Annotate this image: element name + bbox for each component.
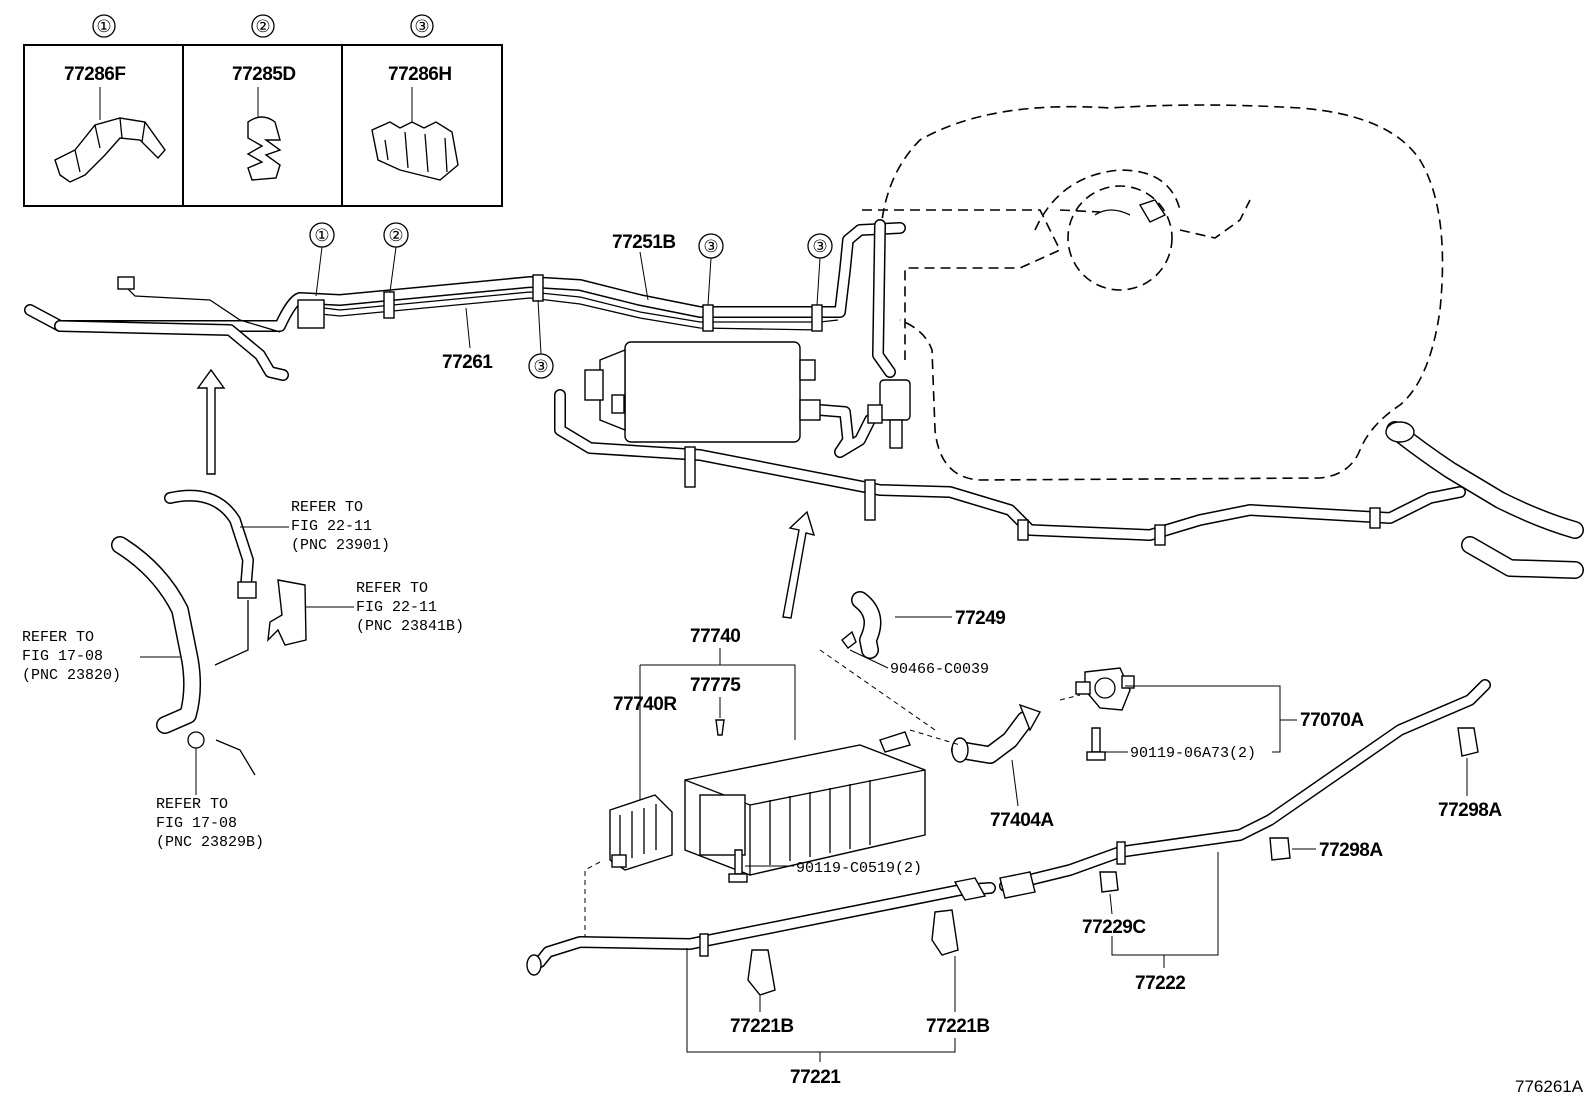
svg-text:③: ③	[414, 17, 429, 36]
svg-text:REFER TO: REFER TO	[22, 629, 94, 646]
clamp-77286H-icon	[371, 87, 459, 181]
part-label-77070A: 77070A	[1300, 710, 1364, 731]
part-label-77261: 77261	[442, 352, 493, 373]
lower-fuel-line	[526, 679, 1491, 976]
inset-number-1: ①	[92, 14, 116, 38]
reference-text-3: REFER TO FIG 17-08 (PNC 23820)	[22, 629, 180, 684]
reference-text-2: REFER TO FIG 22-11 (PNC 23841B)	[306, 580, 464, 635]
callout-1: ①	[309, 222, 335, 297]
reference-text-1: REFER TO FIG 22-11 (PNC 23901)	[240, 499, 390, 554]
svg-text:(PNC 23901): (PNC 23901)	[291, 537, 390, 554]
svg-text:FIG 17-08: FIG 17-08	[22, 648, 103, 665]
inset-number-2: ②	[251, 14, 275, 38]
part-label-77249: 77249	[955, 608, 1005, 629]
callout-2: ②	[383, 222, 409, 293]
part-label-77222: 77222	[1135, 973, 1185, 994]
arrow-up-left-icon	[196, 368, 226, 475]
svg-text:REFER TO: REFER TO	[356, 580, 428, 597]
svg-text:②: ②	[255, 17, 270, 36]
left-reference-hoses	[111, 489, 307, 776]
part-label-77740: 77740	[690, 626, 740, 647]
part-label-77404A: 77404A	[990, 810, 1054, 831]
part-label-77221B-right: 77221B	[926, 1016, 990, 1037]
part-label-77740R: 77740R	[613, 694, 677, 715]
svg-text:③: ③	[703, 237, 718, 256]
clip-77229C-icon	[1099, 871, 1119, 893]
inset-part-label-3: 77286H	[388, 64, 452, 85]
clip-77298A-lower-icon	[1269, 837, 1291, 861]
callout-3-b: ③	[807, 233, 833, 306]
svg-text:①: ①	[96, 17, 111, 36]
part-label-77229C: 77229C	[1082, 917, 1146, 938]
canister-bracket-icon	[609, 794, 673, 871]
part-label-90119-06A73: 90119-06A73(2)	[1130, 745, 1256, 762]
inset-frame	[23, 44, 503, 207]
clip-77298A-upper-icon	[1457, 727, 1479, 757]
arrow-up-center-icon	[782, 510, 816, 619]
part-label-77775: 77775	[690, 675, 741, 696]
reference-text-4: REFER TO FIG 17-08 (PNC 23829B)	[156, 748, 264, 851]
svg-text:FIG 17-08: FIG 17-08	[156, 815, 237, 832]
pump-module-outline	[1067, 185, 1173, 291]
part-label-77298A-upper: 77298A	[1438, 800, 1502, 821]
part-label-77221: 77221	[790, 1067, 841, 1088]
callout-3-a: ③	[698, 233, 724, 306]
part-label-77221B-left: 77221B	[730, 1016, 794, 1037]
figure-id: 776261A	[1515, 1077, 1584, 1096]
svg-text:(PNC 23841B): (PNC 23841B)	[356, 618, 464, 635]
clip-77221B-right-icon	[931, 909, 959, 956]
part-label-90119-C0519: 90119-C0519(2)	[796, 860, 922, 877]
callout-3-c: ③	[528, 299, 554, 379]
clamp-1-icon	[297, 299, 325, 329]
fuel-line-assembly	[24, 219, 1584, 579]
clamp-77286F-icon	[54, 87, 166, 183]
part-label-77298A-lower: 77298A	[1319, 840, 1383, 861]
svg-text:FIG 22-11: FIG 22-11	[291, 518, 372, 535]
part-label-90466-C0039: 90466-C0039	[890, 661, 989, 678]
svg-text:REFER TO: REFER TO	[156, 796, 228, 813]
svg-text:(PNC 23820): (PNC 23820)	[22, 667, 121, 684]
svg-text:REFER TO: REFER TO	[291, 499, 363, 516]
valve-icon	[867, 379, 911, 449]
svg-text:③: ③	[812, 237, 827, 256]
svg-text:①: ①	[314, 226, 329, 245]
svg-text:③: ③	[533, 357, 548, 376]
inset-number-3: ③	[410, 14, 434, 38]
svg-text:FIG 22-11: FIG 22-11	[356, 599, 437, 616]
hose-77249-icon	[841, 591, 882, 659]
charcoal-canister-icon	[684, 731, 926, 876]
fuel-tank-outline	[862, 104, 1444, 481]
part-label-77251B: 77251B	[612, 232, 676, 253]
svg-text:(PNC 23829B): (PNC 23829B)	[156, 834, 264, 851]
canister-upper-icon	[584, 341, 821, 443]
svg-text:②: ②	[388, 226, 403, 245]
clip-77221B-left-icon	[747, 949, 776, 996]
connector-icon	[117, 276, 135, 290]
inset-box-group: ① ② ③ 77286F 77285D 77286H	[23, 14, 503, 207]
valve-77070A-icon	[1075, 667, 1135, 711]
inset-part-label-1: 77286F	[64, 64, 125, 85]
inset-part-label-2: 77285D	[232, 64, 296, 85]
clamp-77285D-icon	[246, 87, 282, 181]
hose-77404A-icon	[951, 703, 1042, 764]
